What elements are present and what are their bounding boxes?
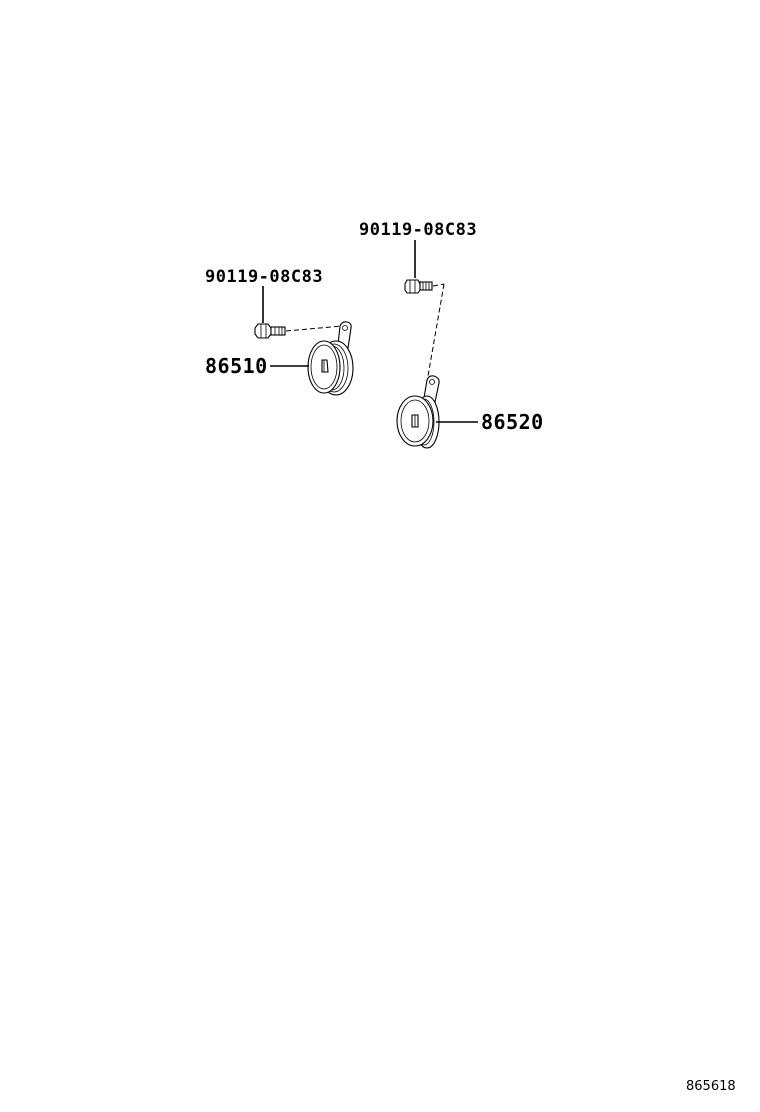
- horn-low-part-number: 86510: [205, 354, 268, 378]
- bolt-icon: [404, 279, 433, 294]
- horn-high-part-number: 86520: [481, 410, 544, 434]
- diagram-reference-code: 865618: [686, 1079, 736, 1094]
- bolt-icon: [254, 323, 286, 339]
- horn-icon: [307, 321, 354, 396]
- bolt-right-mount-dash: [427, 283, 445, 377]
- bolt-left-connector-dash: [285, 325, 343, 332]
- bolt-right-part-number: 90119-08C83: [359, 220, 477, 240]
- bolt-left-part-number: 90119-08C83: [205, 267, 323, 287]
- horn-icon: [396, 375, 440, 449]
- bolt-right-connector-dash: [432, 283, 445, 287]
